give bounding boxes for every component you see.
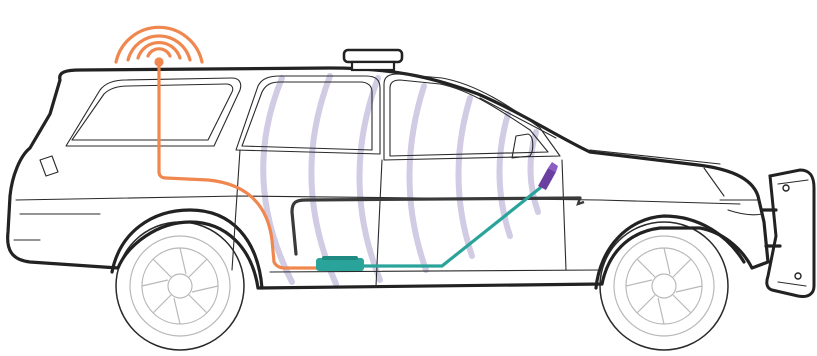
- push-bar: [762, 170, 814, 297]
- inside-antenna-icon: [538, 162, 558, 190]
- roof-mount: [344, 50, 402, 70]
- signal-booster-icon: [316, 256, 364, 271]
- outside-antenna-icon: [116, 27, 202, 65]
- rear-wheel: [116, 222, 244, 350]
- front-wheel: [600, 222, 728, 350]
